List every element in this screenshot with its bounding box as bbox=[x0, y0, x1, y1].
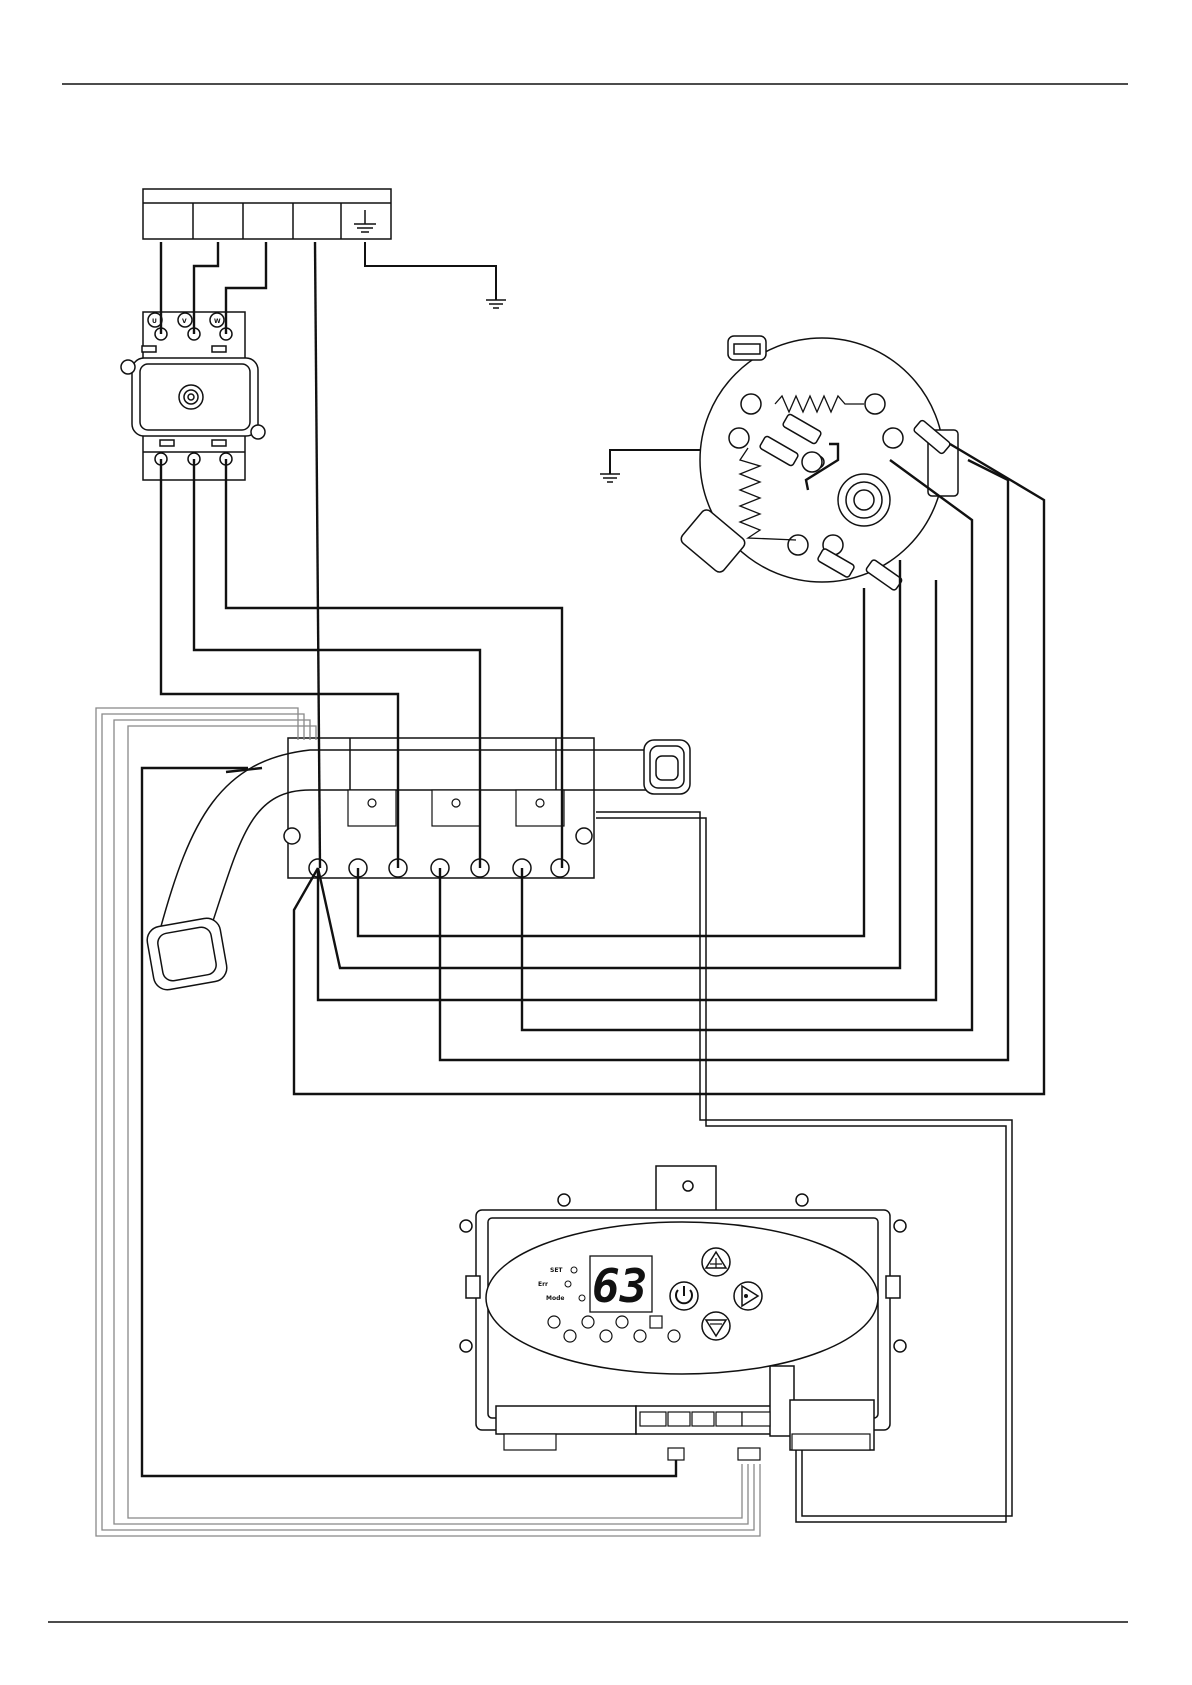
home-icon bbox=[548, 1316, 560, 1328]
mains-terminal-block bbox=[143, 189, 391, 239]
pipe-terminals bbox=[284, 828, 592, 877]
ground-wires bbox=[365, 242, 700, 474]
clock-icon bbox=[564, 1330, 576, 1342]
down-button[interactable] bbox=[702, 1312, 730, 1340]
heating-element-flange bbox=[679, 336, 958, 582]
power-button[interactable] bbox=[670, 1282, 698, 1310]
pipe-end-fitting bbox=[644, 740, 690, 794]
indicator-led bbox=[579, 1295, 585, 1301]
terminal-label-w: W bbox=[214, 318, 221, 325]
temperature-display: 63 bbox=[592, 1259, 647, 1313]
terminal-label-v: V bbox=[182, 318, 187, 325]
grid-icon bbox=[650, 1316, 662, 1328]
indicator-led bbox=[571, 1267, 577, 1273]
ground-symbol-icon bbox=[486, 300, 620, 482]
terminal-label-u: U bbox=[152, 318, 157, 325]
swap-icon bbox=[582, 1316, 594, 1328]
right-button[interactable] bbox=[734, 1282, 762, 1310]
dot-icon bbox=[744, 1294, 748, 1298]
up-button[interactable] bbox=[702, 1248, 730, 1276]
indicator-led bbox=[565, 1281, 571, 1287]
triac-modules bbox=[348, 790, 564, 826]
pipe-bottom-fitting bbox=[145, 916, 229, 992]
enter-icon bbox=[600, 1330, 612, 1342]
indicator-label-err: Err bbox=[538, 1281, 548, 1288]
exit-icon bbox=[634, 1330, 646, 1342]
indicator-label-mode: Mode bbox=[546, 1295, 564, 1302]
tap-icon bbox=[668, 1330, 680, 1342]
indicator-label-set: SET bbox=[550, 1267, 563, 1274]
sigma-icon bbox=[616, 1316, 628, 1328]
